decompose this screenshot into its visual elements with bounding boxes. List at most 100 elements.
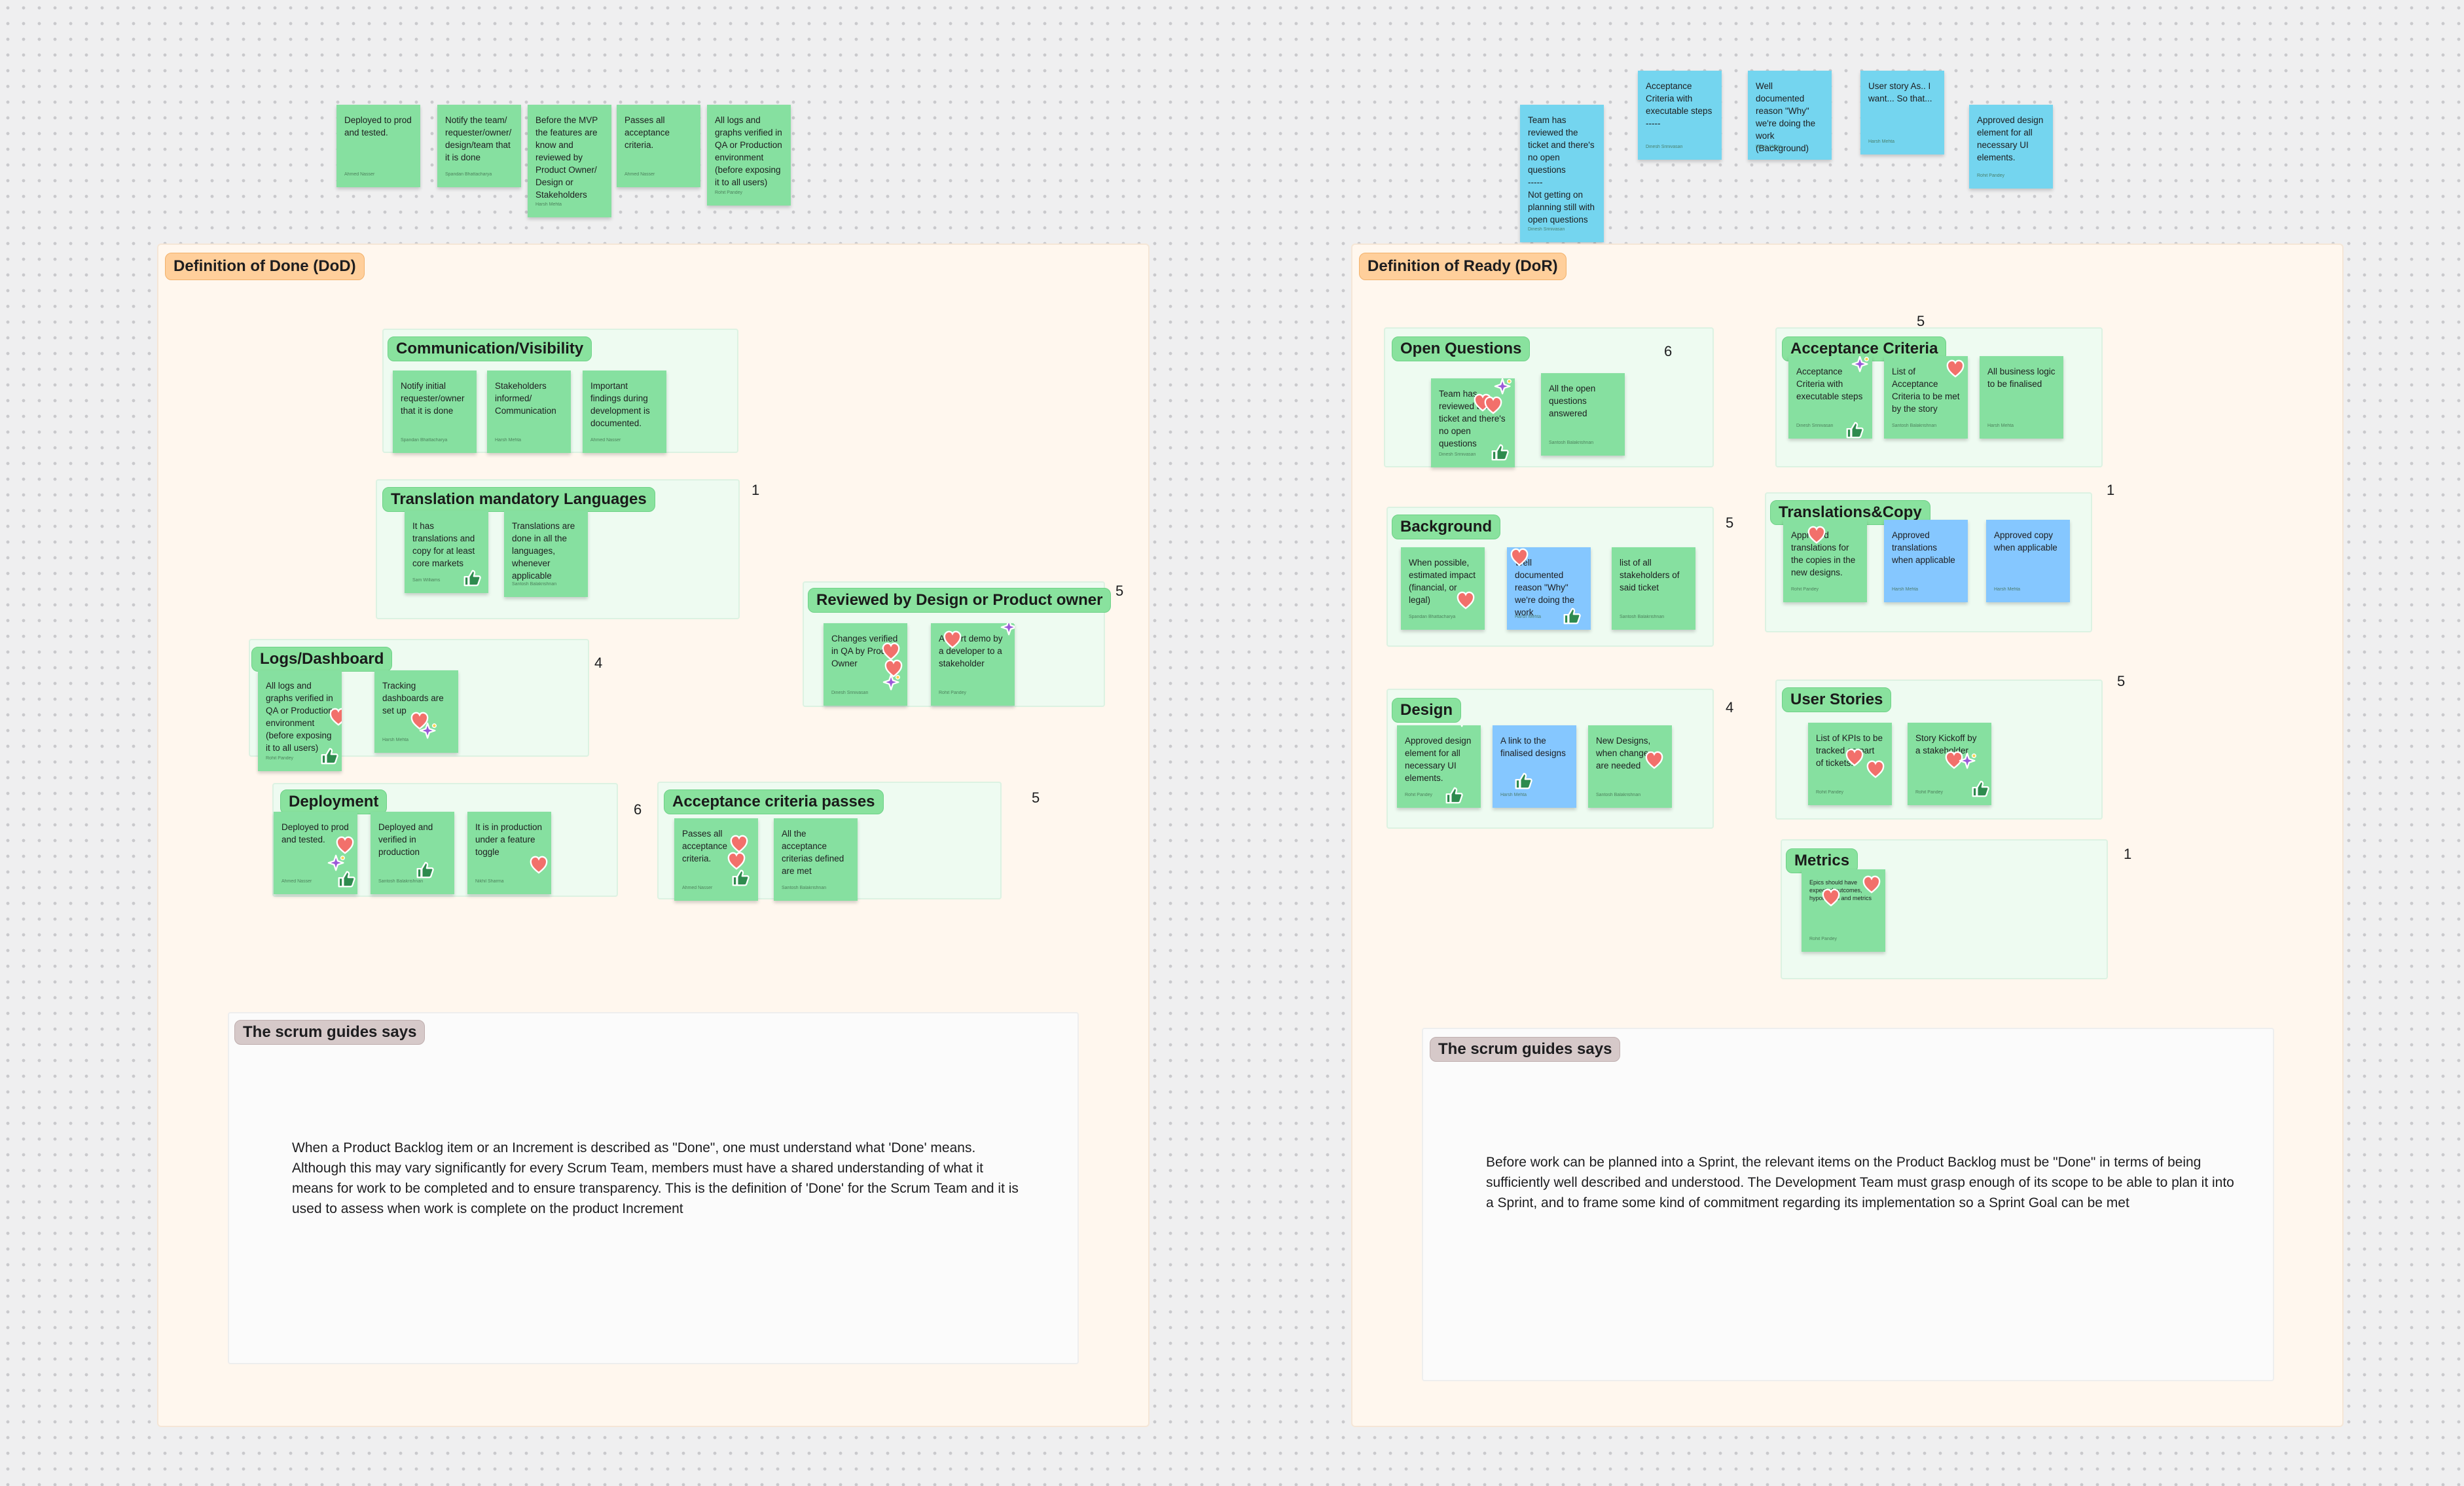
sticky-note[interactable]: Approved translations for the copies in … [1783, 520, 1867, 602]
sticky-note[interactable]: list of all stakeholders of said ticket … [1612, 547, 1695, 630]
group-label[interactable]: Communication/Visibility [388, 336, 592, 361]
sticky-text: When possible, estimated impact (financi… [1409, 558, 1476, 605]
sticky-note[interactable]: Before the MVP the features are know and… [528, 105, 611, 217]
sticky-note[interactable]: Acceptance Criteria with executable step… [1638, 71, 1722, 160]
sticky-note[interactable]: Approved translations when applicable Ha… [1884, 520, 1968, 602]
sticky-text: All business logic to be finalised [1987, 367, 2056, 389]
sticky-author: Ahmed Nasser [590, 438, 621, 443]
sticky-note[interactable]: Approved design element for all necessar… [1397, 725, 1481, 808]
sticky-note[interactable]: Translations are done in all the languag… [504, 511, 588, 597]
sticky-note[interactable]: Changes verified in QA by Product Owner … [824, 623, 907, 706]
sticky-author: Ahmed Nasser [682, 886, 713, 890]
sticky-text: Approved copy when applicable [1994, 530, 2057, 553]
sticky-text: A short demo by a developer to a stakeho… [939, 634, 1003, 668]
heart-sticker-icon [529, 855, 549, 875]
sticky-note[interactable]: It is in production under a feature togg… [467, 812, 551, 894]
sticky-text: List of Acceptance Criteria to be met by… [1892, 367, 1960, 414]
group-label[interactable]: Open Questions [1392, 336, 1531, 361]
sticky-note[interactable]: All the open questions answered Santosh … [1541, 373, 1625, 456]
sticky-author: Rohit Pandey [1809, 937, 1838, 941]
sticky-author: Spandan Bhattacharya [401, 438, 448, 443]
sticky-author: Harsh Mehta [1756, 145, 1783, 149]
heart-sticker-icon [1807, 525, 1826, 545]
sticky-author: Santosh Balakrishnan [378, 879, 424, 884]
sticky-author: Harsh Mehta [535, 202, 562, 207]
sticky-note[interactable]: Story Kickoff by a stakeholder Rohit Pan… [1908, 723, 1991, 805]
sticky-note[interactable]: Passes all acceptance criteria. Ahmed Na… [674, 818, 758, 901]
sticky-note[interactable]: Team has reviewed the ticket and there's… [1520, 105, 1604, 242]
dod-section-label[interactable]: Definition of Done (DoD) [165, 253, 365, 280]
sticky-note[interactable]: Important findings during development is… [583, 371, 666, 453]
group-label[interactable]: Logs/Dashboard [251, 647, 393, 672]
sticky-author: Sam Williams [412, 578, 441, 583]
sticky-note[interactable]: Notify the team/ requester/owner/ design… [437, 105, 521, 187]
sticky-author: Rohit Pandey [1915, 790, 1944, 795]
vote-count: 1 [2107, 482, 2115, 498]
scrum-guide-text: Before work can be planned into a Sprint… [1486, 1155, 2234, 1210]
sticky-note[interactable]: Stakeholders informed/ Communication Har… [487, 371, 571, 453]
sticky-note[interactable]: Epics should have expected outcomes, hyp… [1802, 869, 1885, 952]
sticky-note[interactable]: List of KPIs to be tracked as part of ti… [1808, 723, 1892, 805]
heart-sticker-icon [1862, 875, 1881, 894]
thumbs-up-sticker-icon [1970, 779, 1990, 799]
sticky-note[interactable]: Notify initial requester/owner that it i… [393, 371, 477, 453]
sticky-note[interactable]: All logs and graphs verified in QA or Pr… [258, 670, 342, 771]
sticky-note[interactable]: When possible, estimated impact (financi… [1401, 547, 1485, 630]
scrum-guide-label[interactable]: The scrum guides says [234, 1020, 426, 1045]
sticky-author: Harsh Mehta [382, 738, 409, 742]
group-label[interactable]: Deployment [280, 789, 388, 814]
sticky-author: Rohit Pandey [1791, 587, 1819, 592]
sticky-author: Harsh Mehta [1892, 587, 1919, 592]
group-label[interactable]: Translation mandatory Languages [382, 487, 655, 512]
sticky-note[interactable]: A link to the finalised designs Harsh Me… [1493, 725, 1576, 808]
sticky-author: Santosh Balakrishnan [1892, 424, 1937, 428]
sticky-author: Dinesh Srinivasan [831, 691, 869, 695]
group-label[interactable]: Background [1392, 515, 1501, 539]
sticky-note[interactable]: Tracking dashboards are set up Harsh Meh… [374, 670, 458, 753]
sticky-note[interactable]: Well documented reason "Why" we're doing… [1507, 547, 1591, 630]
sticky-note[interactable]: Well documented reason "Why" we're doing… [1748, 71, 1832, 160]
thumbs-up-sticker-icon [336, 869, 356, 889]
sticky-note[interactable]: Deployed to prod and tested. Ahmed Nasse… [336, 105, 420, 187]
sticky-note[interactable]: List of Acceptance Criteria to be met by… [1884, 356, 1968, 439]
sticky-text: Approved design element for all necessar… [1977, 115, 2044, 162]
sticky-note[interactable]: It has translations and copy for at leas… [405, 511, 488, 593]
sticky-note[interactable]: All the acceptance criterias defined are… [774, 818, 858, 901]
sticky-note[interactable]: Deployed to prod and tested. Ahmed Nasse… [274, 812, 357, 894]
scrum-guide-label[interactable]: The scrum guides says [1430, 1037, 1621, 1062]
group-label[interactable]: Reviewed by Design or Product owner [808, 588, 1112, 613]
thumbs-up-sticker-icon [319, 746, 339, 766]
scrum-guide-box[interactable] [228, 1012, 1079, 1364]
sticky-author: Harsh Mehta [1994, 587, 2021, 592]
sticky-text: Acceptance Criteria with executable step… [1646, 81, 1712, 128]
sticky-note[interactable]: Deployed and verified in production Sant… [371, 812, 454, 894]
sticky-author: Harsh Mehta [1515, 615, 1542, 619]
group-label[interactable]: Design [1392, 698, 1462, 723]
sticky-author: Rohit Pandey [266, 756, 294, 761]
heart-sticker-icon [1483, 395, 1503, 415]
sticky-text: Passes all acceptance criteria. [625, 115, 670, 150]
sticky-author: Ahmed Nasser [625, 172, 655, 177]
sticky-note[interactable]: A short demo by a developer to a stakeho… [931, 623, 1015, 706]
sticky-note[interactable]: Acceptance Criteria with executable step… [1788, 356, 1872, 439]
purple-sparkle-sticker-icon [882, 673, 902, 693]
scrum-guide-box[interactable] [1422, 1028, 2274, 1381]
group-label[interactable]: Metrics [1786, 848, 1858, 873]
sticky-author: Nikhil Sharma [475, 879, 504, 884]
sticky-note[interactable]: All business logic to be finalised Harsh… [1980, 356, 2063, 439]
heart-sticker-icon [1510, 547, 1529, 567]
group-label[interactable]: User Stories [1782, 687, 1892, 712]
sticky-note[interactable]: Approved copy when applicable Harsh Meht… [1986, 520, 2070, 602]
sticky-note[interactable]: All logs and graphs verified in QA or Pr… [707, 105, 791, 206]
sticky-author: Rohit Pandey [939, 691, 967, 695]
sticky-text: A link to the finalised designs [1500, 736, 1566, 758]
sticky-note[interactable]: Team has reviewed the ticket and there's… [1431, 378, 1515, 467]
group-label[interactable]: Acceptance criteria passes [664, 789, 884, 814]
sticky-text: All logs and graphs verified in QA or Pr… [715, 115, 782, 187]
sticky-note[interactable]: Approved design element for all necessar… [1969, 105, 2053, 189]
sticky-note[interactable]: User story As.. I want... So that... Har… [1860, 71, 1944, 154]
sticky-note[interactable]: Passes all acceptance criteria. Ahmed Na… [617, 105, 700, 187]
dor-section-label[interactable]: Definition of Ready (DoR) [1359, 253, 1567, 280]
sticky-note[interactable]: New Designs, when changes are needed San… [1588, 725, 1672, 808]
thumbs-up-sticker-icon [415, 860, 435, 880]
